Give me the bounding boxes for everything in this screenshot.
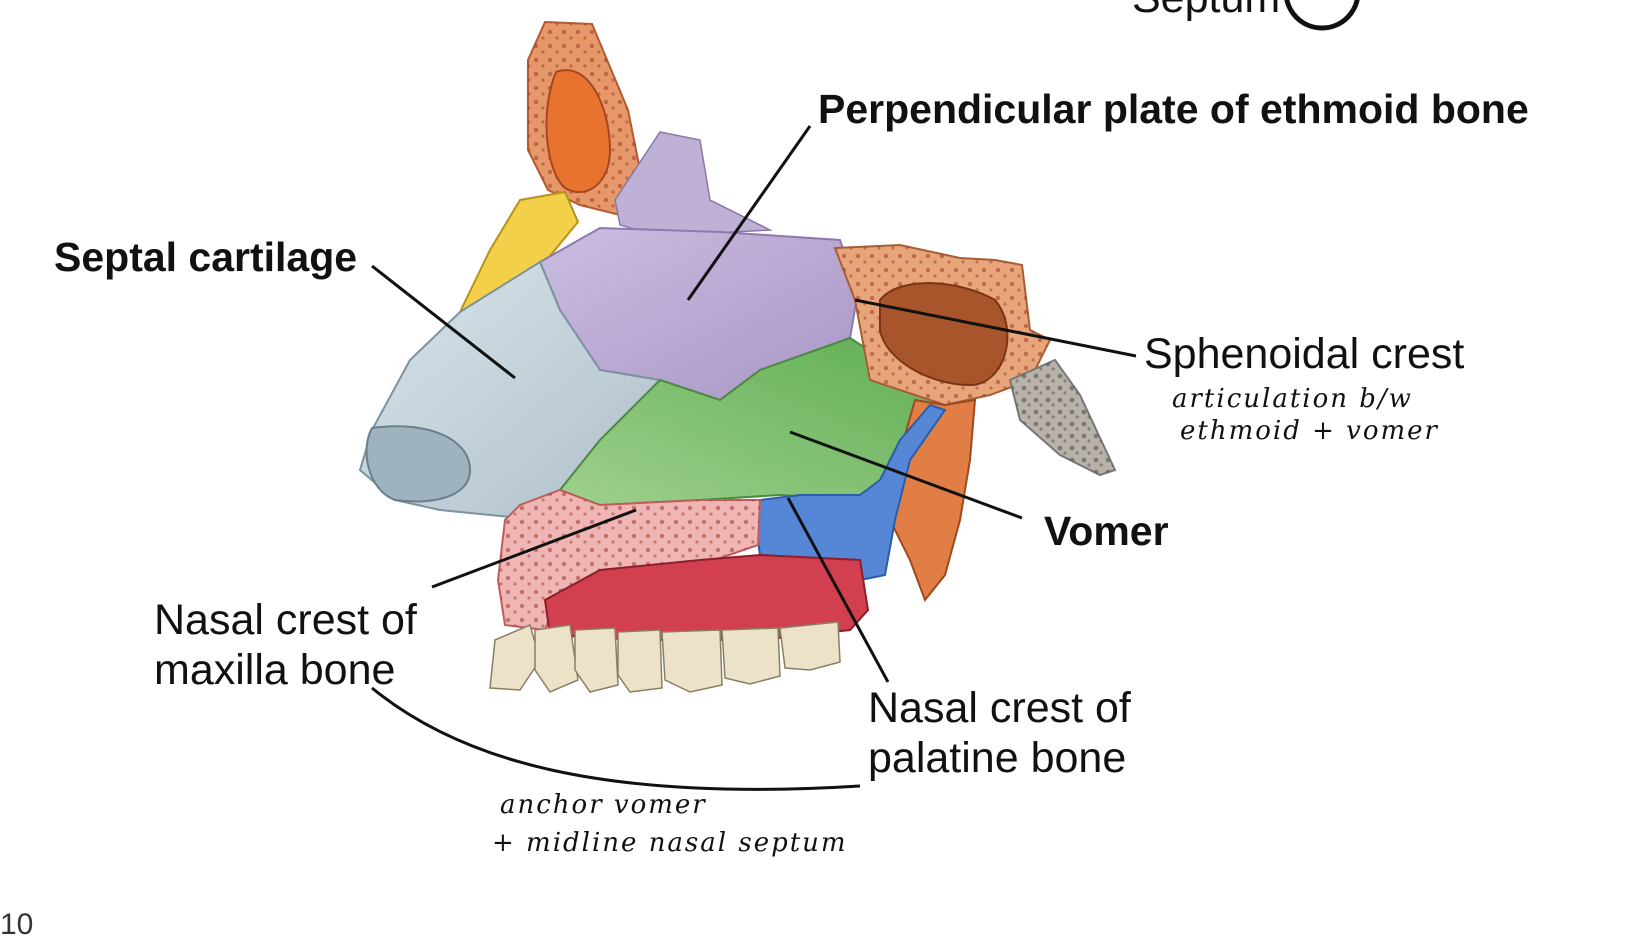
label-vomer: Vomer [1044, 508, 1169, 554]
septum-circle-mark [1284, 0, 1360, 31]
label-nasal-crest-maxilla-1: Nasal crest of [154, 596, 417, 644]
frontal-sinus-shape [545, 69, 612, 194]
bracket-curve [371, 686, 861, 791]
septum-header-text: Septum [1132, 0, 1280, 24]
nostril-shape [365, 425, 472, 503]
label-perpendicular-plate: Perpendicular plate of ethmoid bone [818, 86, 1529, 132]
leader-perpendicular-plate [686, 125, 812, 301]
label-septal-cartilage: Septal cartilage [54, 234, 358, 280]
crista-galli-shape [614, 131, 773, 237]
note-anchor-1: anchor vomer [500, 790, 707, 820]
label-nasal-crest-maxilla-2: maxilla bone [154, 646, 396, 694]
label-nasal-crest-palatine-1: Nasal crest of [868, 684, 1131, 732]
label-nasal-crest-palatine-2: palatine bone [868, 734, 1127, 782]
leader-vomer [789, 430, 1023, 520]
leader-nasal-crest-palatine [786, 497, 890, 683]
teeth-group [489, 621, 841, 693]
label-sphenoidal-crest: Sphenoidal crest [1144, 330, 1465, 378]
note-sphenoidal-2: ethmoid + vomer [1180, 416, 1439, 446]
note-sphenoidal-1: articulation b/w [1172, 384, 1413, 414]
sphenoid-sinus-shape [879, 282, 1009, 387]
leader-septal-cartilage [371, 264, 516, 380]
note-anchor-2: + midline nasal septum [492, 828, 848, 858]
leader-nasal-crest-maxilla [431, 508, 637, 589]
leader-sphenoidal-crest [854, 298, 1137, 358]
page-number: 10 [0, 908, 34, 941]
